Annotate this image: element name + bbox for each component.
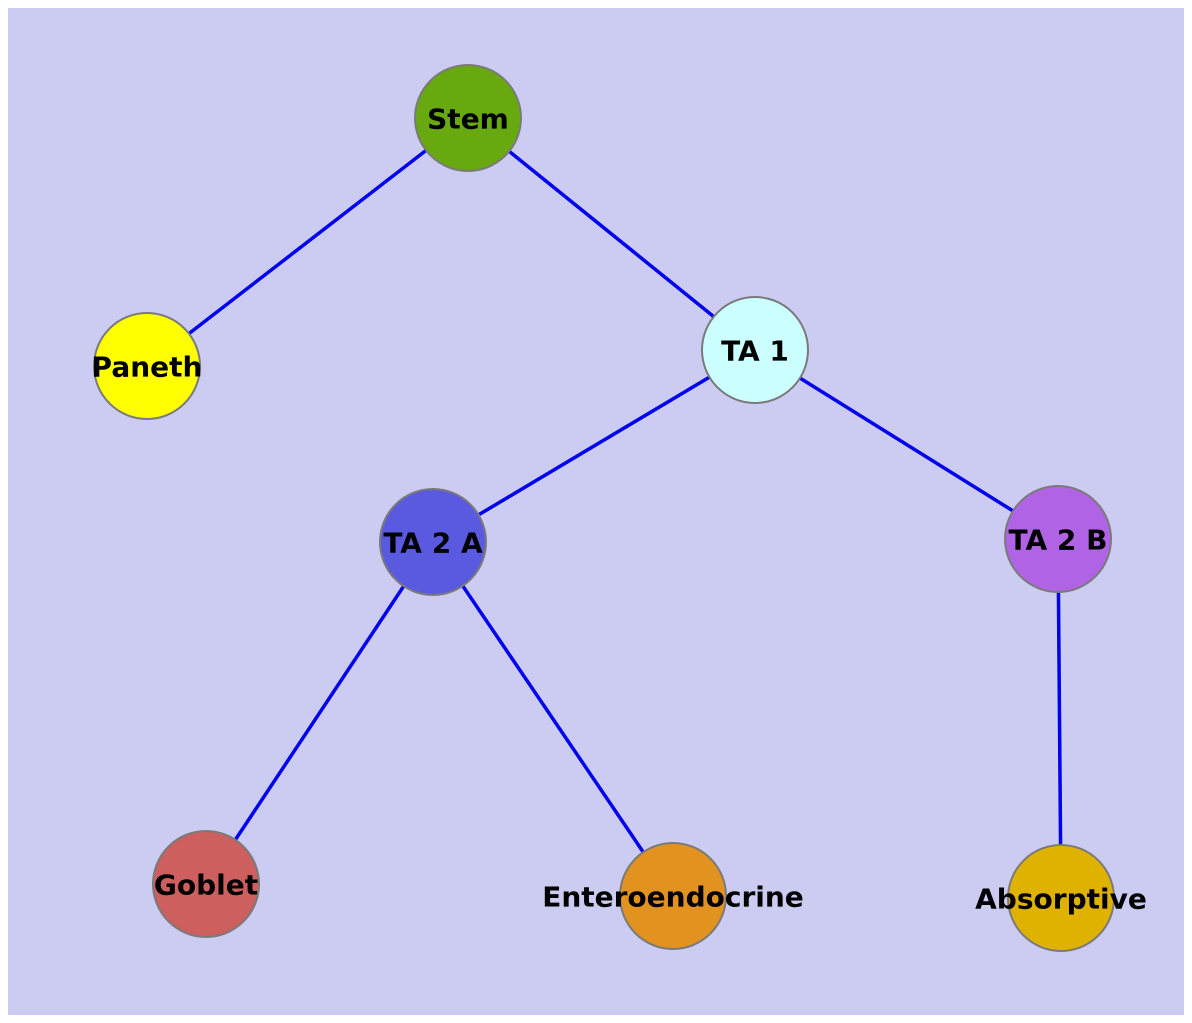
node-ta2b-label: TA 2 B [1009,524,1108,557]
edge-ta2b-absorptive [1056,538,1063,899]
node-enteroendocrine: Enteroendocrine [542,842,804,950]
node-stem: Stem [414,64,522,172]
node-absorptive-circle [1007,844,1115,952]
edge-stem-paneth [145,116,470,368]
node-ta2b: TA 2 B [1004,485,1112,593]
node-ta1-circle [701,296,809,404]
node-paneth: Paneth [92,312,203,420]
node-ta2a: TA 2 A [379,488,487,596]
node-absorptive: Absorptive [975,844,1147,952]
node-enteroendocrine-label: Enteroendocrine [542,881,804,914]
node-ta2a-circle [379,488,487,596]
node-paneth-label: Paneth [92,351,203,384]
edges-layer [145,116,1063,899]
node-goblet-label: Goblet [154,869,258,902]
node-goblet-circle [152,830,260,938]
edge-stem-ta1 [466,116,757,352]
node-paneth-circle [93,312,201,420]
edge-ta2a-enteroendocrine [431,541,675,897]
node-ta1: TA 1 [701,296,809,404]
edge-ta1-ta2b [754,348,1059,541]
node-enteroendocrine-circle [619,842,727,950]
edge-ta1-ta2a [432,348,756,544]
node-ta2a-label: TA 2 A [383,527,483,560]
node-ta2b-circle [1004,485,1112,593]
node-stem-label: Stem [427,103,509,136]
edge-ta2a-goblet [204,541,435,885]
node-absorptive-label: Absorptive [975,883,1147,916]
node-stem-circle [414,64,522,172]
node-ta1-label: TA 1 [721,335,789,368]
node-goblet: Goblet [152,830,260,938]
